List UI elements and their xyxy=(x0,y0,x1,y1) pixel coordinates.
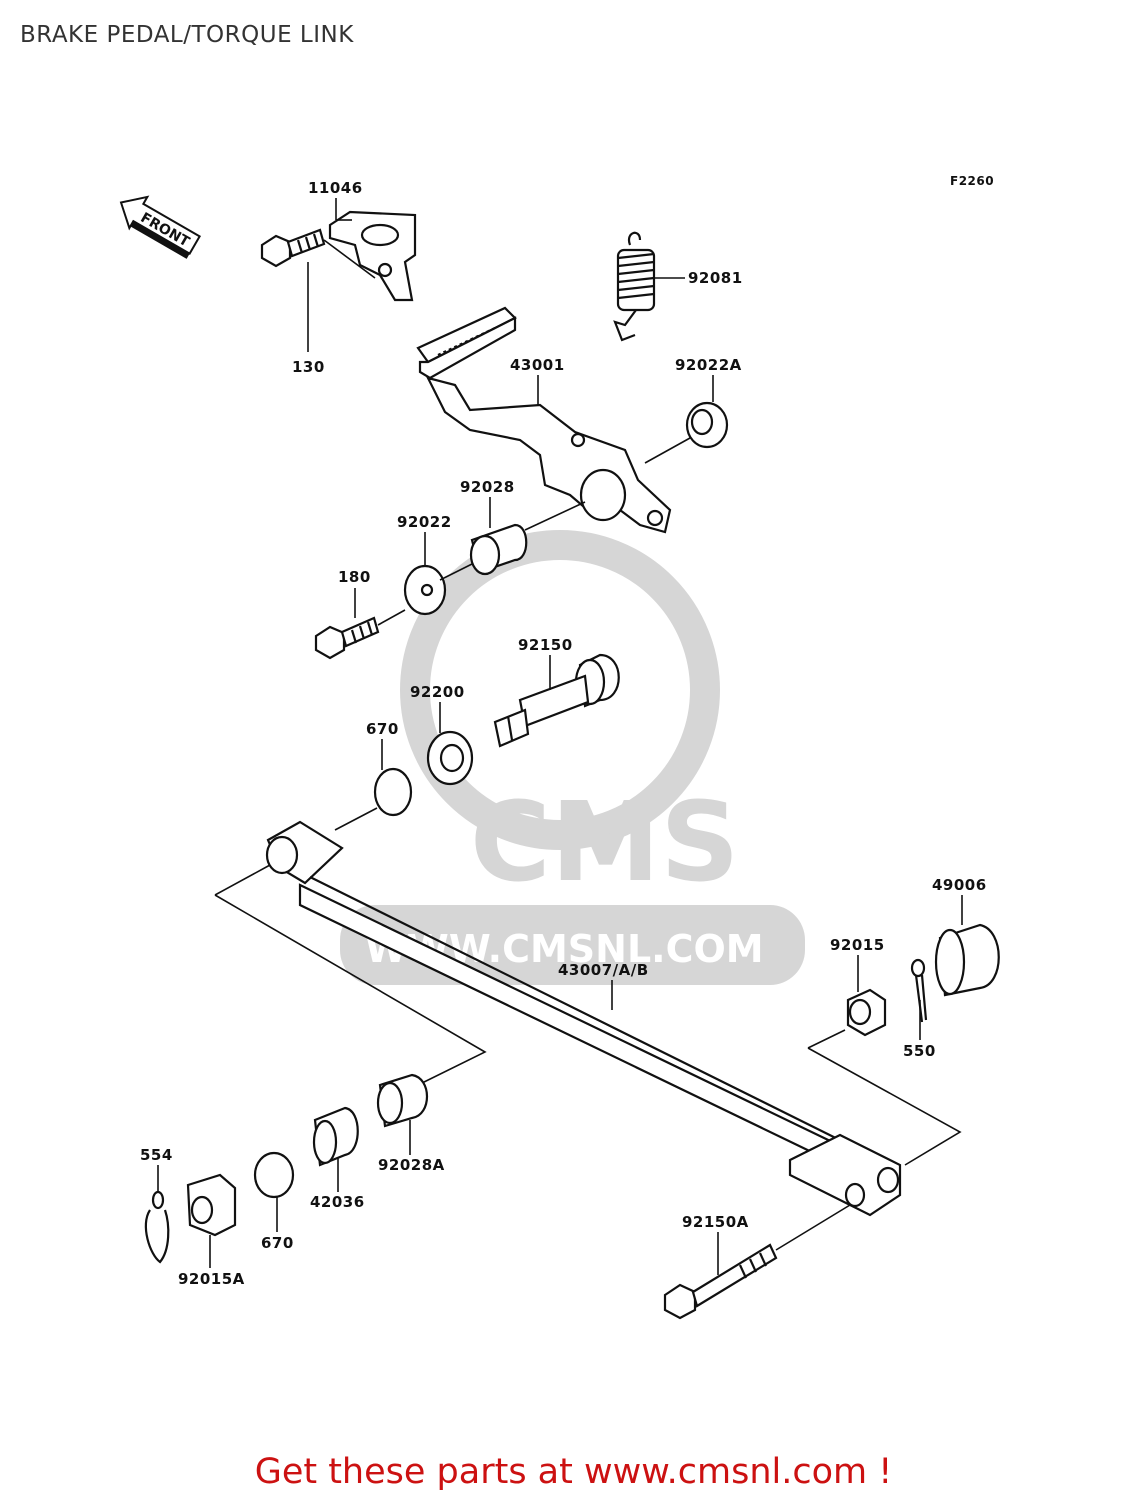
label-49006: 49006 xyxy=(932,876,987,894)
part-92150-bolt xyxy=(493,653,620,748)
label-92150: 92150 xyxy=(518,636,573,654)
part-92022-washer xyxy=(403,564,447,616)
part-554-clip xyxy=(144,1190,170,1264)
label-92150A: 92150A xyxy=(682,1213,749,1231)
watermark: CMS WWW.CMSNL.COM xyxy=(340,530,805,985)
label-180: 180 xyxy=(338,568,371,586)
footer-promo-link[interactable]: Get these parts at www.cmsnl.com ! xyxy=(254,1452,893,1492)
page-title: BRAKE PEDAL/TORQUE LINK xyxy=(20,22,354,48)
part-180-bolt xyxy=(314,616,380,660)
label-130: 130 xyxy=(292,358,325,376)
figure-code: F2260 xyxy=(950,174,994,188)
label-92022: 92022 xyxy=(397,513,452,531)
part-130-bolt xyxy=(260,228,326,268)
label-92200: 92200 xyxy=(410,683,465,701)
part-550-cotter-pin xyxy=(910,958,928,1023)
label-670-lower: 670 xyxy=(261,1234,294,1252)
watermark-brand: CMS xyxy=(470,778,739,906)
part-49006-cap xyxy=(934,923,1000,997)
label-92015: 92015 xyxy=(830,936,885,954)
label-92081: 92081 xyxy=(688,269,743,287)
label-11046: 11046 xyxy=(308,179,363,197)
part-92150A-bolt xyxy=(663,1243,778,1320)
part-92015A-bushing xyxy=(186,1173,237,1237)
part-43007-torque-link xyxy=(265,820,902,1217)
front-arrow-icon: FRONT xyxy=(119,195,202,259)
part-92028A-collar xyxy=(376,1073,428,1128)
label-92022A: 92022A xyxy=(675,356,742,374)
label-92015A: 92015A xyxy=(178,1270,245,1288)
part-670-circlip-lower xyxy=(253,1151,295,1199)
part-92028-collar xyxy=(469,523,528,576)
label-42036: 42036 xyxy=(310,1193,365,1211)
part-670-circlip-upper xyxy=(373,767,413,817)
label-92028A: 92028A xyxy=(378,1156,445,1174)
part-92200-seal xyxy=(426,730,474,786)
label-554: 554 xyxy=(140,1146,173,1164)
part-11046-bracket xyxy=(328,210,417,302)
part-92081-spring xyxy=(613,231,656,342)
label-43007: 43007/A/B xyxy=(558,961,649,979)
part-92022A-washer xyxy=(685,401,729,449)
part-92015-nut xyxy=(846,988,887,1037)
label-670-upper: 670 xyxy=(366,720,399,738)
part-43001-brake-pedal xyxy=(416,306,672,534)
label-550: 550 xyxy=(903,1042,936,1060)
label-92028: 92028 xyxy=(460,478,515,496)
label-43001: 43001 xyxy=(510,356,565,374)
part-42036-sleeve xyxy=(312,1106,359,1167)
